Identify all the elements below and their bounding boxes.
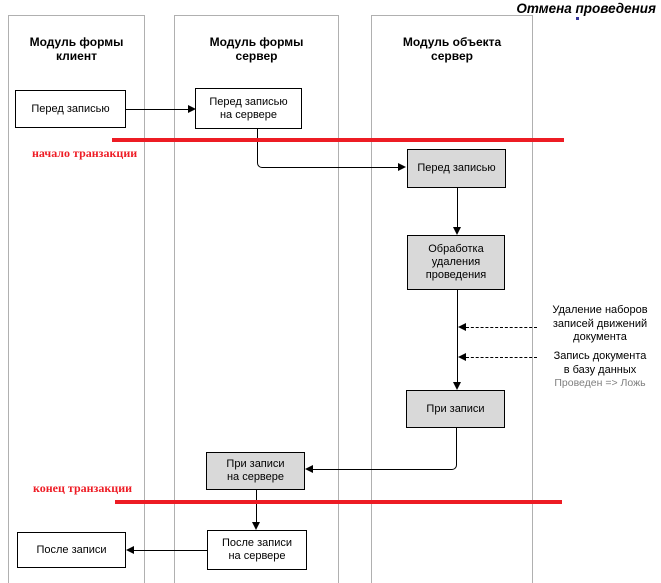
arrowhead-right-icon [188,105,196,113]
connector-before-write-to-handler [457,188,458,227]
arrowhead-left-icon [458,323,466,331]
dashed-connector-delete-record-sets [466,327,537,328]
connector-after-write-to-client [134,550,207,551]
annotation-delete-record-sets: Удаление наборов записей движений докуме… [552,304,648,343]
box-before-write-on-server: Перед записью на сервере [195,88,302,129]
arrowhead-down-icon [453,382,461,390]
connector-object-to-server-form [313,428,457,470]
lane-client-form-module-header: Модуль формы клиент [29,35,124,63]
transaction-start-label: начало транзакции [32,146,138,160]
lane-server-object-module: Модуль объекта сервер [371,15,533,583]
lane-server-object-module-header: Модуль объекта сервер [402,35,502,63]
lane-server-form-module-header: Модуль формы сервер [209,35,304,63]
connector-server-form-to-object [257,129,398,168]
arrowhead-left-icon [458,353,466,361]
arrowhead-right-icon [398,163,406,171]
box-on-write-object: При записи [406,390,505,428]
box-posting-deletion-handler: Обработка удаления проведения [407,235,505,290]
annotation-posted-false-note: Проведен => Ложь [554,377,646,389]
dashed-connector-write-document [466,357,537,358]
transaction-end-line [115,500,562,504]
annotation-write-document-db: Запись документа в базу данных [553,350,647,376]
title-dot [576,17,579,20]
connector-before-write-to-server [126,109,188,110]
arrowhead-down-icon [252,522,260,530]
arrowhead-left-icon [126,546,134,554]
arrowhead-left-icon [305,465,313,473]
connector-on-write-to-after-write [256,490,257,522]
transaction-end-label: конец транзакции [33,481,133,495]
box-before-write-client: Перед записью [15,90,126,128]
box-before-write-object: Перед записью [407,149,506,188]
box-on-write-on-server: При записи на сервере [206,452,305,490]
connector-handler-to-on-write [457,290,458,382]
page-title: Отмена проведения [516,1,656,16]
box-after-write-on-server: После записи на сервере [207,530,307,570]
box-after-write-client: После записи [17,532,126,568]
transaction-start-line [112,138,564,142]
arrowhead-down-icon [453,227,461,235]
